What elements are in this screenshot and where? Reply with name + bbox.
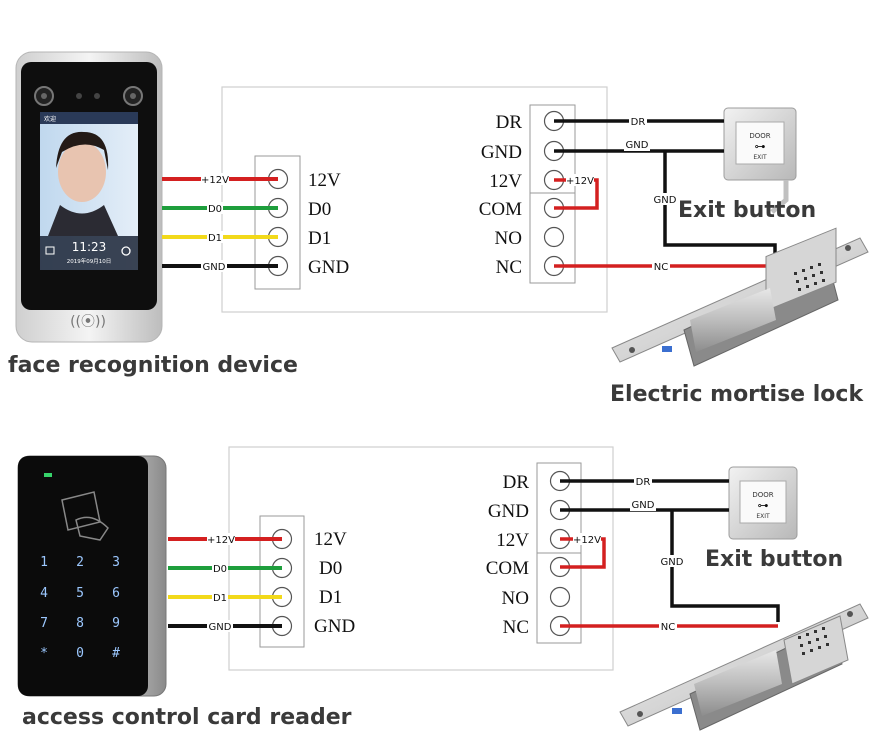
keypad-key[interactable]: 8 xyxy=(76,616,84,631)
wire-label: D0 xyxy=(213,564,227,575)
wire-label: DR xyxy=(631,117,646,128)
keypad-key[interactable]: 2 xyxy=(76,555,84,570)
screen-date: 2019年09月10日 xyxy=(67,257,112,265)
keypad-key[interactable]: 4 xyxy=(40,586,48,601)
terminal-label: 12V xyxy=(496,530,529,551)
keypad-key[interactable]: 5 xyxy=(76,586,84,601)
gear-icon xyxy=(121,246,131,256)
terminal-label: GND xyxy=(308,257,349,278)
exit-button-caption: Exit button xyxy=(678,198,816,223)
wire-label: +12V xyxy=(201,175,229,186)
terminal-label: D0 xyxy=(319,558,342,579)
terminal-label: 12V xyxy=(314,529,347,550)
keypad-key[interactable]: # xyxy=(112,646,120,661)
terminal-screw xyxy=(549,586,571,608)
lock-icon xyxy=(45,246,55,255)
wire-label: GND xyxy=(209,622,232,633)
key-icon: ⊶ xyxy=(758,499,769,512)
face-recognition-device: 欢迎 11:23 2019年09月10日 ((⦿)) xyxy=(15,51,163,343)
right-wires: DR GND +12V GND NC xyxy=(560,475,780,633)
keypad-key[interactable]: 9 xyxy=(112,616,120,631)
terminal-label: COM xyxy=(479,199,522,220)
right-terminal-block: DR GND 12V COM NO NC xyxy=(479,104,576,284)
wire-label: D0 xyxy=(208,204,222,215)
exit-button-device: DOOR ⊶ EXIT xyxy=(723,107,797,214)
exit-button-exit-text: EXIT xyxy=(753,154,767,161)
wire-label: GND xyxy=(626,140,649,151)
terminal-label: NO xyxy=(502,588,529,609)
terminal-label: COM xyxy=(486,558,529,579)
terminal-screw xyxy=(543,226,565,248)
terminal-label: 12V xyxy=(489,171,522,192)
right-wires: DR GND +12V GND NC xyxy=(554,115,777,273)
wire-label: DR xyxy=(636,477,651,488)
terminal-label: GND xyxy=(488,501,529,522)
exit-button-door-text: DOOR xyxy=(752,491,773,499)
keypad-key[interactable]: 3 xyxy=(112,555,120,570)
terminal-label: D1 xyxy=(319,587,342,608)
exit-button-exit-text: EXIT xyxy=(756,513,770,520)
wire-label: GND xyxy=(661,557,684,568)
terminal-label: D1 xyxy=(308,228,331,249)
bottom-section: 1 2 3 4 5 6 7 8 9 * 0 # 12V D0 D1 xyxy=(17,446,869,731)
terminal-label: 12V xyxy=(308,170,341,191)
terminal-label: NO xyxy=(495,228,522,249)
terminal-label: D0 xyxy=(308,199,331,220)
wire-label: GND xyxy=(654,195,677,206)
terminal-label: NC xyxy=(503,617,529,638)
screen-time: 11:23 xyxy=(72,240,107,254)
hand-icon xyxy=(75,516,109,541)
keypad-key[interactable]: 7 xyxy=(40,616,48,631)
screen-status-text: 欢迎 xyxy=(44,115,56,123)
wire-label: +12V xyxy=(566,176,594,187)
top-section: 欢迎 11:23 2019年09月10日 ((⦿)) 12V D0 D1 GND xyxy=(8,51,869,407)
wire-label: D1 xyxy=(208,233,222,244)
exit-button-device: DOOR ⊶ EXIT xyxy=(728,466,798,540)
terminal-label: NC xyxy=(496,257,522,278)
exit-button-door-text: DOOR xyxy=(749,132,770,140)
device-caption: face recognition device xyxy=(8,353,298,378)
terminal-label: GND xyxy=(481,142,522,163)
keypad-key[interactable]: * xyxy=(40,646,48,661)
terminal-label: GND xyxy=(314,616,355,637)
keypad-key[interactable]: 1 xyxy=(40,555,48,570)
exit-button-caption: Exit button xyxy=(705,547,843,572)
access-control-card-reader: 1 2 3 4 5 6 7 8 9 * 0 # xyxy=(17,455,167,697)
device-caption: access control card reader xyxy=(22,705,352,730)
wire-label: GND xyxy=(203,262,226,273)
keypad-key[interactable]: 0 xyxy=(76,646,84,661)
terminal-label: DR xyxy=(496,112,523,133)
wire-label: GND xyxy=(632,500,655,511)
wire-label: +12V xyxy=(573,535,601,546)
terminal-label: DR xyxy=(503,472,530,493)
electric-mortise-lock xyxy=(619,603,869,731)
left-wires: +12V D0 D1 GND xyxy=(168,533,282,633)
left-wires: +12V D0 D1 GND xyxy=(162,173,278,273)
keypad-key[interactable]: 6 xyxy=(112,586,120,601)
electric-mortise-lock xyxy=(611,227,869,367)
wire-label: D1 xyxy=(213,593,227,604)
nfc-icon: ((⦿)) xyxy=(70,314,106,330)
wire-label: NC xyxy=(661,622,675,633)
wire-label: NC xyxy=(654,262,668,273)
wire-label: +12V xyxy=(207,535,235,546)
lock-caption: Electric mortise lock xyxy=(610,382,864,407)
key-icon: ⊶ xyxy=(755,140,766,153)
